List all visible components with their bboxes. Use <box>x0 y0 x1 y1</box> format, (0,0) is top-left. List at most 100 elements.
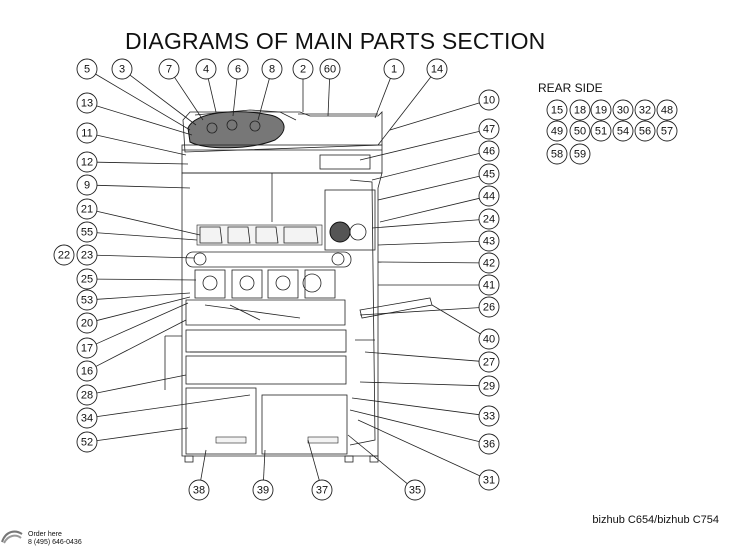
callout-33: 33 <box>478 405 500 427</box>
rear-callout-54: 54 <box>612 120 634 142</box>
callout-41: 41 <box>478 274 500 296</box>
leader-line-26 <box>359 307 480 316</box>
svg-text:16: 16 <box>81 366 93 378</box>
leader-line-8 <box>257 78 270 121</box>
rear-callout-59: 59 <box>569 143 591 165</box>
leader-line-34 <box>96 394 251 417</box>
callout-17: 17 <box>76 337 98 359</box>
rear-callout-48: 48 <box>656 99 678 121</box>
rear-callout-56: 56 <box>634 120 656 142</box>
svg-text:55: 55 <box>81 227 93 239</box>
logo-icon <box>1 530 23 544</box>
callout-31: 31 <box>478 469 500 491</box>
leader-line-7 <box>174 77 204 121</box>
leader-line-45 <box>377 175 480 201</box>
svg-text:18: 18 <box>574 105 586 117</box>
svg-text:35: 35 <box>409 485 421 497</box>
svg-text:10: 10 <box>483 95 495 107</box>
leader-line-16 <box>95 319 187 367</box>
callout-53: 53 <box>76 289 98 311</box>
leader-line-23 <box>96 254 196 259</box>
model-label: bizhub C654/bizhub C754 <box>592 514 719 526</box>
callout-45: 45 <box>478 163 500 185</box>
svg-text:43: 43 <box>483 236 495 248</box>
callout-10: 10 <box>478 89 500 111</box>
svg-text:3: 3 <box>119 64 125 76</box>
leader-line-43 <box>377 240 480 246</box>
rear-callout-18: 18 <box>569 99 591 121</box>
svg-text:22: 22 <box>58 250 70 262</box>
rear-side-title: REAR SIDE <box>538 81 603 95</box>
callout-37: 37 <box>311 479 333 501</box>
callout-1: 1 <box>383 58 405 80</box>
callout-22: 22 <box>53 244 75 266</box>
leader-lines <box>95 73 481 484</box>
leader-line-13 <box>96 105 193 136</box>
machine-illustration <box>164 109 433 463</box>
callout-23: 23 <box>76 244 98 266</box>
svg-text:45: 45 <box>483 169 495 181</box>
svg-text:11: 11 <box>81 128 92 140</box>
leader-line-39 <box>263 449 266 481</box>
callout-2: 2 <box>292 58 314 80</box>
callout-40: 40 <box>478 328 500 350</box>
callout-46: 46 <box>478 140 500 162</box>
callout-55: 55 <box>76 221 98 243</box>
rear-callout-19: 19 <box>590 99 612 121</box>
rear-callout-58: 58 <box>546 143 568 165</box>
svg-text:17: 17 <box>81 343 93 355</box>
callout-25: 25 <box>76 268 98 290</box>
callout-27: 27 <box>478 351 500 373</box>
svg-text:7: 7 <box>166 64 172 76</box>
callout-4: 4 <box>195 58 217 80</box>
leader-line-52 <box>96 427 189 442</box>
page-title: DIAGRAMS OF MAIN PARTS SECTION <box>125 28 546 54</box>
svg-text:25: 25 <box>81 274 93 286</box>
svg-text:40: 40 <box>483 334 495 346</box>
svg-text:60: 60 <box>324 64 336 76</box>
leader-line-38 <box>200 449 207 481</box>
svg-text:53: 53 <box>81 295 93 307</box>
callout-26: 26 <box>478 296 500 318</box>
rear-callout-49: 49 <box>546 120 568 142</box>
svg-text:30: 30 <box>617 105 629 117</box>
callout-39: 39 <box>252 479 274 501</box>
svg-text:46: 46 <box>483 146 495 158</box>
leader-line-21 <box>96 210 201 236</box>
leader-line-14 <box>377 76 432 146</box>
leader-line-10 <box>389 102 480 131</box>
callout-38: 38 <box>188 479 210 501</box>
svg-text:58: 58 <box>551 149 563 161</box>
svg-text:44: 44 <box>483 191 495 203</box>
leader-line-1 <box>374 78 391 119</box>
leader-line-40 <box>431 304 481 335</box>
leader-line-11 <box>96 134 187 156</box>
callout-12: 12 <box>76 151 98 173</box>
svg-text:12: 12 <box>81 157 93 169</box>
leader-line-17 <box>95 302 189 345</box>
order-line-2: 8 (495) 646-0436 <box>28 539 82 546</box>
svg-text:21: 21 <box>81 204 93 216</box>
svg-text:42: 42 <box>483 258 495 270</box>
leader-line-60 <box>327 78 330 117</box>
callout-8: 8 <box>261 58 283 80</box>
rear-callout-57: 57 <box>656 120 678 142</box>
svg-text:8: 8 <box>269 64 275 76</box>
leader-line-55 <box>96 232 198 241</box>
callout-43: 43 <box>478 230 500 252</box>
svg-text:52: 52 <box>81 437 93 449</box>
order-line-1: Order here <box>28 531 62 538</box>
leader-line-24 <box>371 219 480 229</box>
callout-28: 28 <box>76 384 98 406</box>
svg-text:15: 15 <box>551 105 563 117</box>
svg-text:13: 13 <box>81 98 93 110</box>
leader-line-35 <box>347 434 408 484</box>
svg-text:14: 14 <box>431 64 443 76</box>
svg-text:51: 51 <box>595 126 607 138</box>
leader-line-53 <box>96 292 191 300</box>
svg-text:48: 48 <box>661 105 673 117</box>
callout-24: 24 <box>478 208 500 230</box>
svg-text:2: 2 <box>300 64 306 76</box>
